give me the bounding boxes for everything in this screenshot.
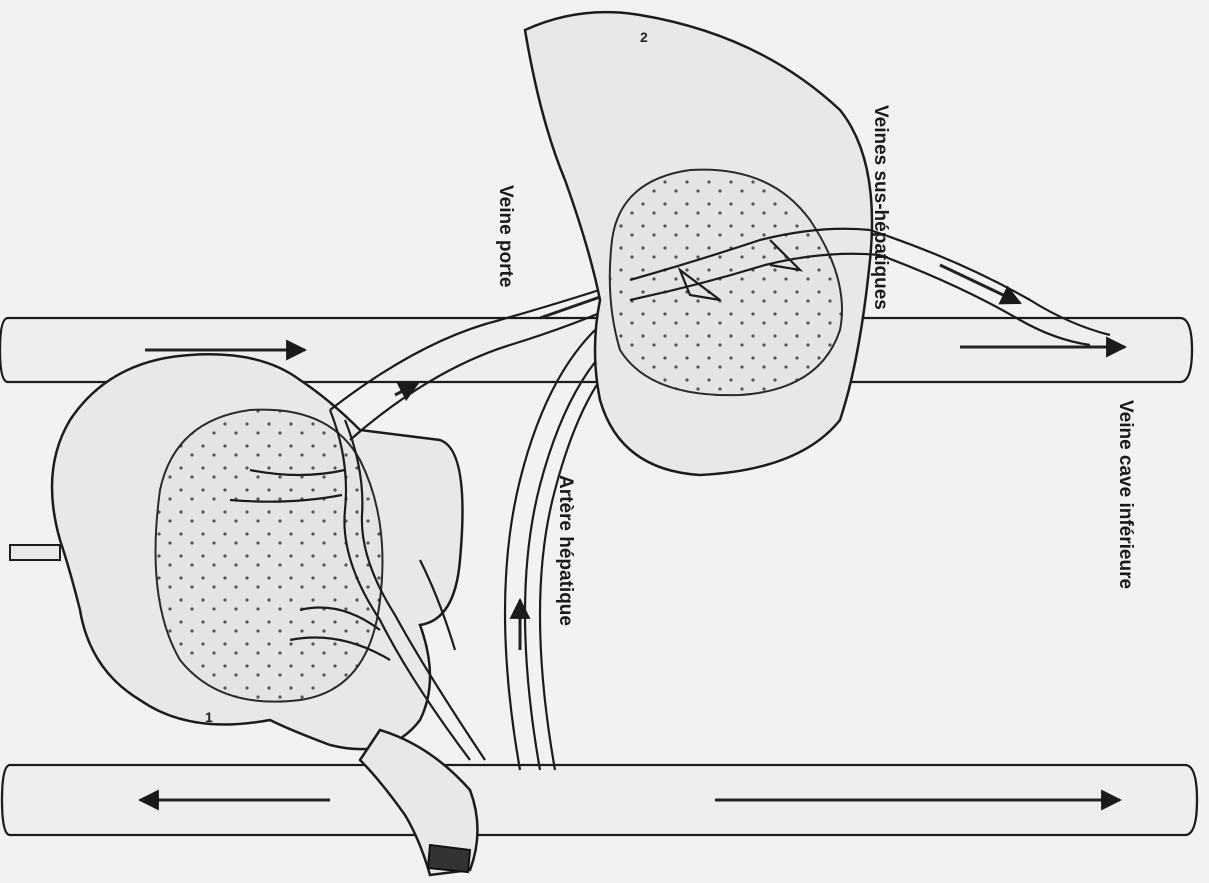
portal-flow-arrow-2 <box>395 383 418 395</box>
label-veine-cave-inferieure: Veine cave inférieure <box>1115 400 1136 589</box>
liver: 2 <box>525 12 872 475</box>
rectum-end <box>428 845 470 872</box>
label-veines-sus-hepatiques: Veines sus-hépatiques <box>870 105 891 310</box>
label-veine-porte-group: Veine porte <box>495 185 516 287</box>
label-artere-hepatique: Artère hépatique <box>555 475 576 626</box>
label-veine-porte: Veine porte <box>495 185 516 287</box>
label-veines-sus-hepatiques-group: Veines sus-hépatiques <box>870 105 891 310</box>
liver-number-marker: 2 <box>640 29 648 45</box>
label-veine-cave-group: Veine cave inférieure <box>1115 400 1136 589</box>
label-artere-hepatique-group: Artère hépatique <box>555 475 576 626</box>
lower-vessel-tube <box>2 765 1197 835</box>
intestine-number-marker: 1 <box>205 709 213 725</box>
